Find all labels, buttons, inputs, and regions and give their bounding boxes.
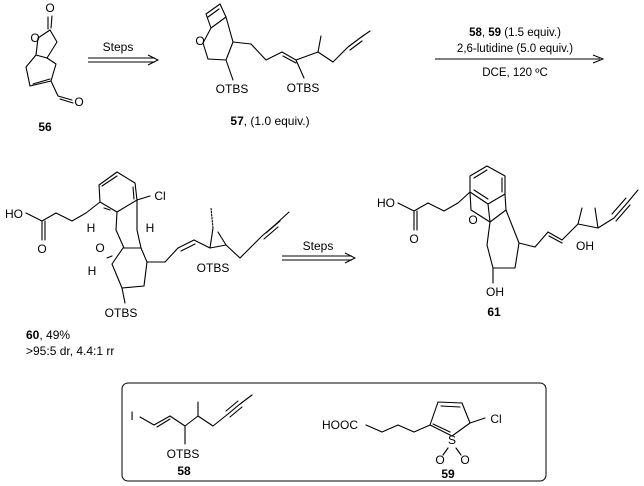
- arrow-2-solvent-temp: DCE, 120 ºC: [482, 67, 548, 79]
- compound-61: HO O O OH OH 61: [377, 165, 639, 319]
- carboxylic-acid-group: HOOC: [322, 418, 358, 432]
- acid-carbonyl-oxygen-atom: O: [37, 242, 46, 256]
- aldehyde-oxygen-atom: O: [74, 95, 83, 109]
- acid-hydroxyl-atom: HO: [377, 196, 395, 210]
- acid-hydroxyl-atom: HO: [5, 207, 23, 221]
- compound-58-number: 58: [177, 464, 191, 478]
- compound-59: HOOC S O O Cl 59: [322, 401, 502, 481]
- hydroxyl-group-1: OH: [576, 239, 594, 253]
- compound-56: O O O 56: [25, 1, 84, 134]
- compound-60-selectivity: >95:5 dr, 4.4:1 rr: [26, 344, 114, 358]
- ring-oxygen-atom: O: [30, 31, 39, 45]
- arrow-1-label: Steps: [103, 40, 134, 54]
- ring-oxygen-atom: O: [468, 213, 477, 227]
- arrow-2-base: 2,6-lutidine (5.0 equiv.): [457, 43, 573, 55]
- otbs-group-1: OTBS: [197, 261, 230, 275]
- hydrogen-atom-2: H: [88, 264, 97, 278]
- arrow-3-label: Steps: [303, 239, 334, 253]
- arrow-2-reagents: 58, 59 (1.5 equiv.): [469, 27, 561, 39]
- ring-oxygen-atom: O: [95, 241, 104, 255]
- hydroxyl-group-2: OH: [486, 285, 504, 299]
- arrow-3: Steps: [282, 239, 357, 264]
- compound-59-number: 59: [441, 467, 455, 481]
- otbs-group-2: OTBS: [105, 306, 138, 320]
- compound-58: I OTBS 58: [130, 394, 253, 478]
- furan-oxygen-atom: O: [195, 34, 204, 48]
- arrow-2: 58, 59 (1.5 equiv.) 2,6-lutidine (5.0 eq…: [435, 27, 605, 79]
- iodine-atom: I: [130, 409, 133, 423]
- hydrogen-atom-3: H: [146, 221, 155, 235]
- compound-61-number: 61: [487, 305, 501, 319]
- arrow-1: Steps: [88, 40, 160, 66]
- compound-60-label: 60, 49%: [26, 328, 70, 342]
- carbonyl-oxygen-atom: O: [45, 1, 54, 15]
- compound-60: HO O O H H H Cl OTBS OTBS 60, 49% >95:5 …: [5, 171, 290, 358]
- sulfone-oxygen-1: O: [435, 453, 444, 467]
- reagent-box-frame: [121, 382, 547, 482]
- otbs-group-2: OTBS: [287, 81, 320, 95]
- compound-56-number: 56: [38, 120, 52, 134]
- compound-57: O OTBS OTBS 57, (1.0 equiv.): [195, 3, 371, 128]
- reagent-box: I OTBS 58 HOOC S O O Cl 59: [121, 382, 547, 482]
- otbs-group: OTBS: [167, 447, 200, 461]
- otbs-group-1: OTBS: [216, 82, 249, 96]
- sulfur-atom: S: [448, 433, 456, 447]
- hydrogen-atom-1: H: [87, 221, 96, 235]
- sulfone-oxygen-2: O: [460, 453, 469, 467]
- chlorine-atom: Cl: [154, 189, 165, 203]
- compound-57-label: 57, (1.0 equiv.): [230, 114, 309, 128]
- chlorine-atom: Cl: [490, 412, 501, 426]
- acid-carbonyl-oxygen-atom: O: [409, 232, 418, 246]
